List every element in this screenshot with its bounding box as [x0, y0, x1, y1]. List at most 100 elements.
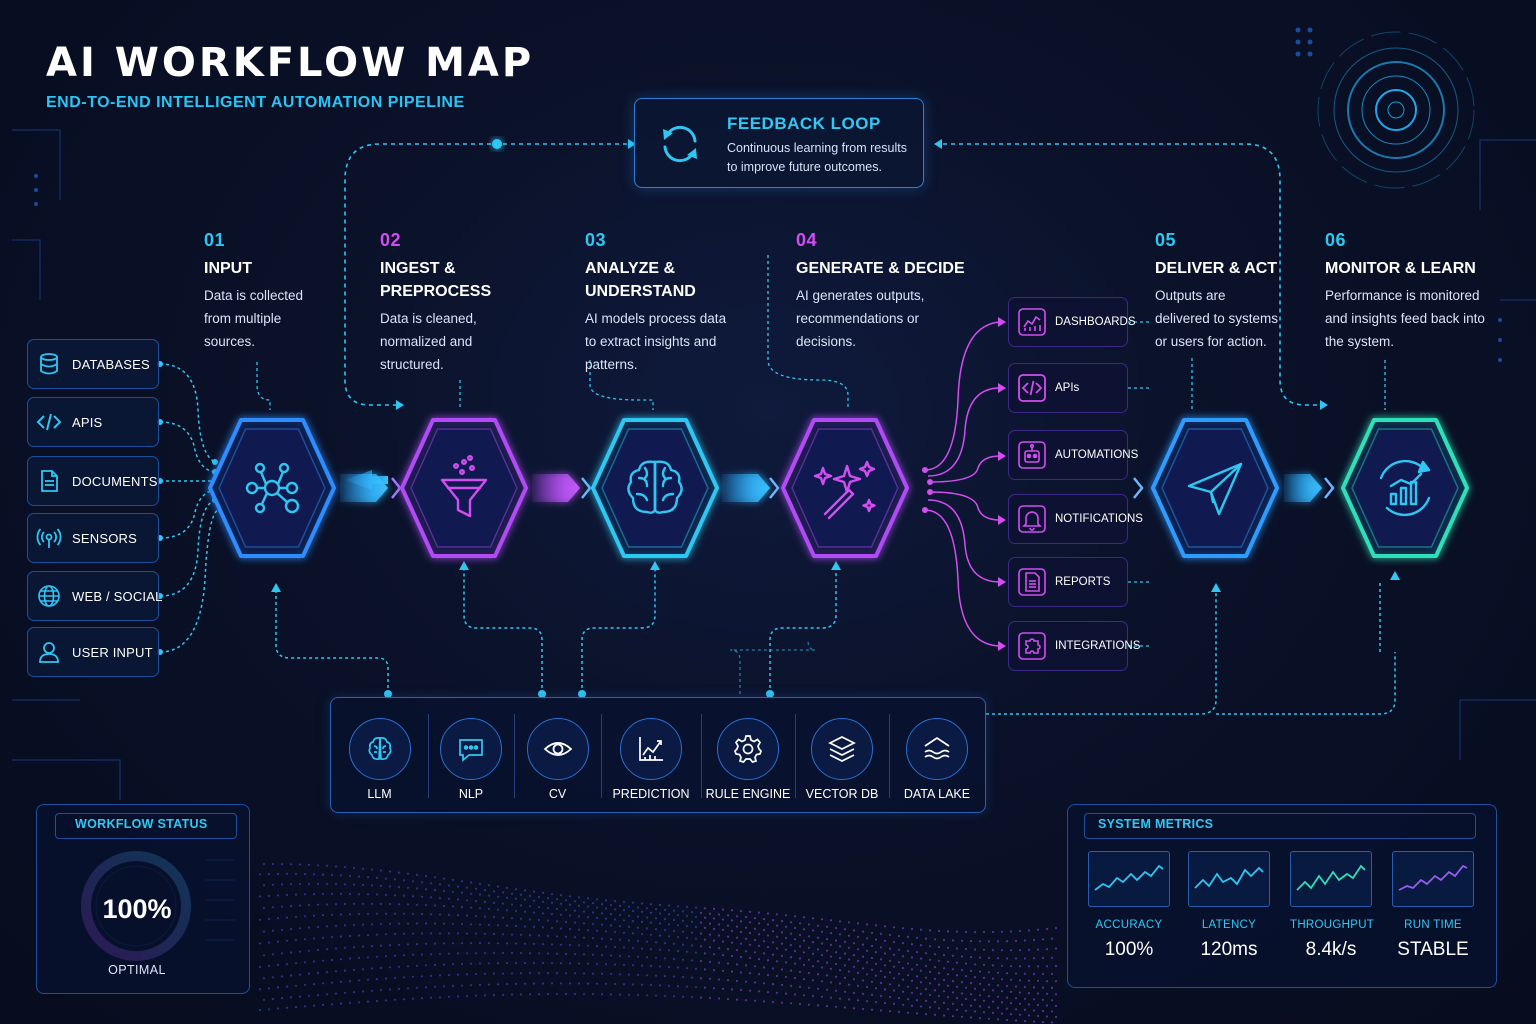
- metric-label: LATENCY: [1201, 919, 1257, 931]
- feedback-loop-card[interactable]: FEEDBACK LOOP Continuous learning from r…: [634, 98, 924, 188]
- source-web-social[interactable]: WEB / SOCIAL: [27, 571, 162, 621]
- output-label: APIs: [1055, 382, 1080, 394]
- stage-description: Outputs are delivered to systems or user…: [1155, 288, 1279, 349]
- source-documents[interactable]: DOCUMENTS: [27, 456, 159, 506]
- brain-icon: [627, 460, 683, 514]
- page-title: AI WORKFLOW MAP: [46, 40, 535, 86]
- paper-plane-icon: [1187, 462, 1243, 516]
- feedback-loop-description: Continuous learning from results to impr…: [727, 141, 907, 174]
- system-metrics-title: SYSTEM METRICS: [1098, 817, 1214, 831]
- output-apis[interactable]: APIs: [1008, 363, 1128, 413]
- tool-llm[interactable]: LLM: [331, 698, 428, 814]
- metric-throughput: THROUGHPUT 8.4k/s: [1290, 851, 1375, 961]
- refresh-cycle-icon: [663, 125, 697, 163]
- metric-value: STABLE: [1397, 939, 1469, 960]
- funnel-icon: [440, 455, 488, 518]
- panel-header-frame: [55, 813, 237, 839]
- nodes-icon: [245, 462, 300, 514]
- source-databases[interactable]: DATABASES: [27, 339, 159, 389]
- tool-vector-db[interactable]: VECTOR DB: [795, 698, 889, 814]
- dashboard-icon: [1018, 308, 1046, 336]
- workflow-status-value: 100%: [102, 894, 172, 924]
- metric-value: 8.4k/s: [1305, 939, 1357, 960]
- metric-run-time: RUN TIME STABLE: [1392, 851, 1474, 961]
- stage-hexagon-3[interactable]: [591, 418, 719, 558]
- metric-label: ACCURACY: [1095, 919, 1163, 931]
- stage-description: Data is cleaned, normalized and structur…: [380, 311, 477, 372]
- tool-rule-engine[interactable]: RULE ENGINE: [701, 698, 795, 814]
- user-icon: [39, 642, 59, 663]
- output-notifications[interactable]: NOTIFICATIONS: [1008, 494, 1143, 544]
- document-icon: [41, 470, 58, 492]
- stage-hexagon-4[interactable]: [781, 418, 909, 558]
- source-label: USER INPUT: [72, 644, 153, 660]
- stage-input: 01 INPUT Data is collected from multiple…: [204, 230, 394, 353]
- tool-label: DATA LAKE: [903, 787, 971, 801]
- stage-number: 01: [204, 230, 226, 250]
- tool-label: PREDICTION: [612, 787, 690, 801]
- sparkline-chart: [1398, 864, 1468, 891]
- dotted-wave-decoration: [258, 862, 1058, 1024]
- growth-chart-icon: [1379, 459, 1431, 517]
- tool-label: VECTOR DB: [805, 787, 879, 801]
- tool-cv[interactable]: CV: [514, 698, 601, 814]
- stage-description: Data is collected from multiple sources.: [204, 288, 304, 349]
- stage-number: 03: [585, 230, 607, 250]
- output-reports[interactable]: REPORTS: [1008, 557, 1128, 607]
- tool-prediction[interactable]: PREDICTION: [601, 698, 701, 814]
- source-label: WEB / SOCIAL: [72, 588, 163, 604]
- stage-ingest-preprocess: 02 INGEST & PREPROCESS Data is cleaned, …: [380, 230, 570, 376]
- code-icon: [36, 413, 62, 431]
- circuit-decoration-left: [12, 129, 1536, 800]
- report-icon: [1018, 568, 1046, 596]
- database-icon: [40, 353, 58, 375]
- metric-value: 100%: [1104, 939, 1154, 960]
- brain-icon: [367, 736, 392, 761]
- waves-icon: [924, 736, 950, 760]
- workflow-status-state: OPTIMAL: [108, 963, 166, 977]
- layers-icon: [828, 736, 856, 762]
- stage-number: 04: [796, 230, 818, 250]
- line-chart-icon: [639, 737, 663, 761]
- source-sensors[interactable]: SENSORS: [27, 513, 159, 563]
- stage-hexagon-1[interactable]: [208, 418, 336, 558]
- output-automations[interactable]: AUTOMATIONS: [1008, 430, 1138, 480]
- tool-nlp[interactable]: NLP: [428, 698, 514, 814]
- output-label: REPORTS: [1055, 576, 1111, 588]
- source-user-input[interactable]: USER INPUT: [27, 627, 159, 677]
- workflow-status-panel: WORKFLOW STATUS 100% OPTIMAL: [36, 804, 250, 994]
- stage-description: AI models process data to extract insigh…: [585, 311, 727, 372]
- stage-description: Performance is monitored and insights fe…: [1325, 288, 1485, 349]
- output-label: AUTOMATIONS: [1055, 449, 1139, 461]
- output-integrations[interactable]: INTEGRATIONS: [1008, 621, 1140, 671]
- stage-name: INPUT: [204, 260, 252, 277]
- source-label: SENSORS: [72, 530, 137, 546]
- system-metrics-panel: SYSTEM METRICS ACCURACY 100% LATENCY 120…: [1067, 804, 1497, 988]
- metric-accuracy: ACCURACY 100%: [1088, 851, 1170, 961]
- output-label: INTEGRATIONS: [1055, 640, 1141, 652]
- tool-label: LLM: [367, 787, 392, 801]
- chat-icon: [459, 739, 483, 762]
- stage-number: 05: [1155, 230, 1177, 250]
- source-apis[interactable]: APIS: [27, 397, 159, 447]
- tool-data-lake[interactable]: DATA LAKE: [889, 698, 985, 814]
- tool-label: CV: [548, 787, 567, 801]
- output-dashboards[interactable]: DASHBOARDS: [1008, 297, 1136, 347]
- source-label: DATABASES: [72, 356, 150, 372]
- stage-hexagon-2[interactable]: [400, 418, 528, 558]
- stage-hexagon-6[interactable]: [1341, 418, 1469, 558]
- magic-wand-icon: [813, 460, 876, 520]
- feedback-loop-title: FEEDBACK LOOP: [727, 114, 881, 133]
- output-label: NOTIFICATIONS: [1055, 513, 1143, 525]
- metric-label: THROUGHPUT: [1290, 919, 1375, 931]
- stage-analyze-understand: 03 ANALYZE & UNDERSTAND AI models proces…: [585, 230, 775, 376]
- tool-label: RULE ENGINE: [705, 787, 791, 801]
- page-subtitle: END-TO-END INTELLIGENT AUTOMATION PIPELI…: [46, 94, 465, 111]
- source-label: DOCUMENTS: [72, 473, 158, 489]
- stage-name: INGEST & PREPROCESS: [380, 260, 492, 300]
- stage-hexagon-5[interactable]: [1151, 418, 1279, 558]
- source-label: APIS: [72, 414, 103, 430]
- gear-icon: [734, 735, 762, 763]
- tool-label: NLP: [458, 787, 484, 801]
- sparkline-chart: [1194, 866, 1264, 889]
